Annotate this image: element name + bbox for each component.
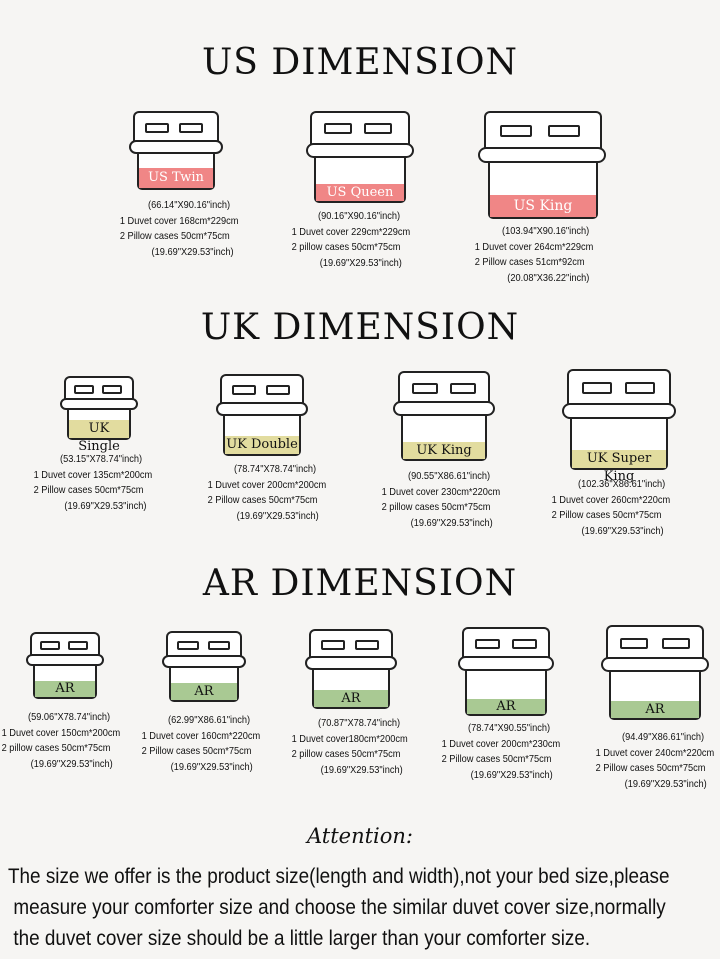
ar-bed-icon-4: AR: [458, 627, 554, 716]
us-king-bed-icon: US King: [478, 111, 606, 219]
uk-single-spec: (53.15"X78.74"inch) 1 Duvet cover 135cm*…: [33, 453, 153, 512]
uk-double-spec: (78.74"X78.74"inch) 1 Duvet cover 200cm*…: [207, 463, 327, 522]
ar-spec-2: (62.99"X86.61"inch) 1 Duvet cover 160cm*…: [141, 714, 261, 773]
attention-line-3: the duvet cover size should be a little …: [13, 927, 591, 950]
uk-double-bed-icon: UK Double: [216, 374, 308, 456]
us-queen-spec: (90.16"X90.16"inch) 1 Duvet cover 229cm*…: [291, 210, 411, 269]
us-twin-spec: (66.14"X90.16"inch) 1 Duvet cover 168cm*…: [119, 199, 239, 258]
ar-bed-icon-3: AR: [305, 629, 397, 709]
ar-bed-icon-1: AR: [26, 632, 104, 699]
ar-spec-4: (78.74"X90.55"inch) 1 Duvet cover 200cm*…: [441, 722, 561, 781]
uk-dimension-title: UK DIMENSION: [200, 307, 520, 348]
ar-spec-5: (94.49"X86.61"inch) 1 Duvet cover 240cm*…: [595, 731, 715, 790]
uk-super-king-bed-icon: UK Super King: [562, 369, 676, 484]
ar-bed-icon-5: AR: [601, 625, 709, 720]
ar-label-4: AR: [467, 699, 545, 714]
ar-bed-icon-2: AR: [162, 631, 246, 702]
attention-line-1: The size we offer is the product size(le…: [8, 865, 670, 888]
ar-spec-1: (59.06"X78.74"inch) 1 Duvet cover 150cm*…: [1, 711, 121, 770]
us-king-spec: (103.94"X90.16"inch) 1 Duvet cover 264cm…: [474, 225, 594, 284]
uk-king-label: UK King: [403, 442, 485, 459]
ar-label-2: AR: [171, 683, 237, 700]
uk-king-bed-icon: UK King: [393, 371, 495, 461]
us-queen-bed-icon: US Queen: [306, 111, 414, 203]
ar-dimension-title: AR DIMENSION: [202, 563, 518, 604]
ar-spec-3: (70.87"X78.74"inch) 1 Duvet cover180cm*2…: [291, 717, 408, 776]
us-dimension-title: US DIMENSION: [201, 42, 519, 83]
uk-single-bed-icon: UK Single: [60, 376, 138, 454]
uk-double-label: UK Double: [225, 436, 299, 454]
us-twin-bed-icon: US Twin: [129, 111, 223, 190]
attention-line-2: measure your comforter size and choose t…: [13, 896, 666, 919]
attention-title: Attention:: [306, 824, 414, 848]
us-queen-label: US Queen: [316, 184, 404, 201]
uk-king-spec: (90.55"X86.61"inch) 1 Duvet cover 230cm*…: [381, 470, 501, 529]
attention-text: The size we offer is the product size(le…: [8, 861, 670, 954]
uk-single-label: UK Single: [69, 420, 129, 454]
ar-label-1: AR: [35, 681, 95, 697]
uk-super-king-label: UK Super King: [572, 450, 666, 484]
ar-label-5: AR: [611, 701, 699, 718]
us-twin-label: US Twin: [139, 168, 213, 188]
uk-super-king-spec: (102.36"X86.61"inch) 1 Duvet cover 260cm…: [551, 478, 671, 537]
ar-label-3: AR: [314, 690, 388, 707]
us-king-label: US King: [490, 195, 596, 217]
